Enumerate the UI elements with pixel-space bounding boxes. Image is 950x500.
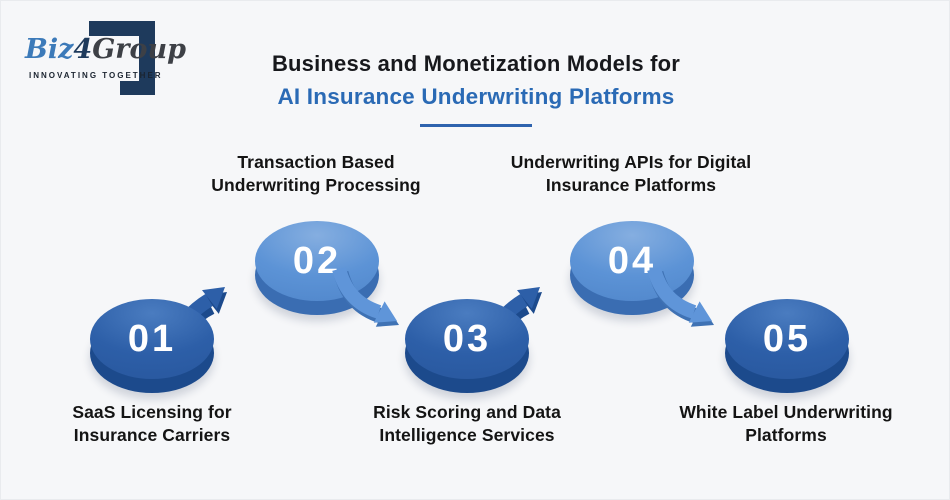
logo-word-four: 4 — [73, 34, 93, 65]
step-2-label: Transaction Based Underwriting Processin… — [166, 151, 466, 197]
step-4-disc-top: 04 — [570, 221, 694, 301]
step-5-disc: 05 — [725, 299, 849, 393]
step-2-label-line-2: Underwriting Processing — [211, 175, 421, 195]
biz4group-logo: Biz4Group INNOVATING TOGETHER — [25, 13, 186, 95]
step-3-label-line-1: Risk Scoring and Data — [373, 402, 561, 422]
step-1-disc-top: 01 — [90, 299, 214, 379]
step-5-label: White Label Underwriting Platforms — [646, 401, 926, 447]
title-underline — [420, 124, 532, 127]
step-3-disc-top: 03 — [405, 299, 529, 379]
logo-tagline: INNOVATING TOGETHER — [29, 71, 163, 80]
step-4-label-line-2: Insurance Platforms — [545, 175, 717, 195]
logo-square-icon — [89, 21, 155, 95]
step-3-number: 03 — [442, 317, 492, 360]
curved-arrow-icon-2 — [332, 266, 399, 327]
step-2-disc-top: 02 — [255, 221, 379, 301]
step-3-label-line-2: Intelligence Services — [379, 425, 555, 445]
logo-square-right-bar — [139, 21, 155, 95]
logo-square-foot-bar — [120, 81, 155, 95]
step-2-label-line-1: Transaction Based — [237, 152, 395, 172]
step-1-number: 01 — [127, 317, 177, 360]
curved-arrow-icon-4 — [647, 266, 714, 327]
step-4-number: 04 — [607, 239, 657, 282]
step-3-disc: 03 — [405, 299, 529, 393]
logo-square-top-bar — [89, 21, 155, 36]
step-2-number: 02 — [292, 239, 342, 282]
step-5-disc-top: 05 — [725, 299, 849, 379]
logo-word-group: Group — [92, 34, 187, 65]
page-title: Business and Monetization Models for AI … — [203, 51, 749, 127]
step-1-label-line-2: Insurance Carriers — [73, 425, 231, 445]
logo-wordmark: Biz4Group — [25, 35, 186, 65]
step-4-label-line-1: Underwriting APIs for Digital — [510, 152, 752, 172]
step-4-label: Underwriting APIs for Digital Insurance … — [481, 151, 781, 197]
step-5-number: 05 — [762, 317, 812, 360]
step-5-label-line-1: White Label Underwriting — [679, 402, 893, 422]
title-line-2: AI Insurance Underwriting Platforms — [277, 84, 675, 109]
step-3-label: Risk Scoring and Data Intelligence Servi… — [327, 401, 607, 447]
step-5-label-line-2: Platforms — [745, 425, 827, 445]
title-line-1: Business and Monetization Models for — [271, 51, 681, 76]
step-1-label: SaaS Licensing for Insurance Carriers — [12, 401, 292, 447]
logo-word-biz: Biz — [25, 34, 74, 65]
step-1-label-line-1: SaaS Licensing for — [72, 402, 232, 422]
step-1-disc: 01 — [90, 299, 214, 393]
